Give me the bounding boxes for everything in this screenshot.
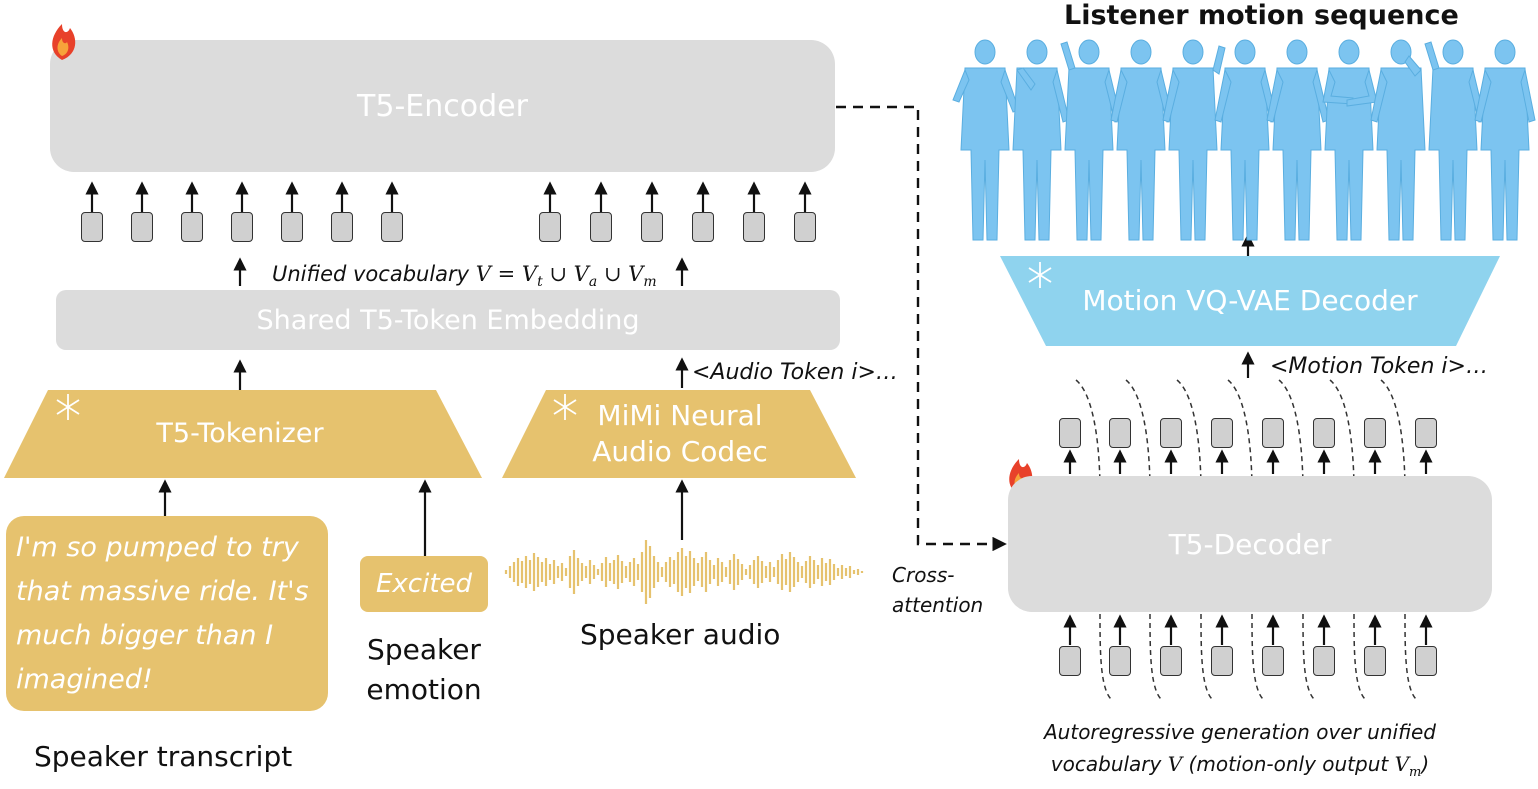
snowflake-icon bbox=[56, 394, 80, 420]
encoder-token bbox=[181, 212, 203, 242]
transcript-line: imagined! bbox=[16, 664, 153, 695]
vqvae-decoder-label: Motion VQ-VAE Decoder bbox=[1082, 284, 1418, 317]
decoder-output-token bbox=[1364, 418, 1386, 448]
listener-figure bbox=[1012, 39, 1070, 241]
encoder-token bbox=[231, 212, 253, 242]
speaker-emotion-caption: Speaker emotion bbox=[366, 633, 482, 706]
snowflake-icon bbox=[553, 394, 577, 420]
mimi-codec-label: MiMi Neural Audio Codec bbox=[592, 399, 768, 468]
listener-figure bbox=[952, 39, 1020, 241]
decoder-input-token bbox=[1059, 646, 1081, 676]
decoder-output-token bbox=[1160, 418, 1182, 448]
listener-motion-title: Listener motion sequence bbox=[1064, 0, 1459, 31]
decoder-output-token bbox=[1109, 418, 1131, 448]
encoder-token bbox=[641, 212, 663, 242]
listener-figure bbox=[1370, 39, 1426, 241]
encoder-token bbox=[381, 212, 403, 242]
listener-figure bbox=[1110, 39, 1174, 241]
decoder-input-token bbox=[1160, 646, 1182, 676]
encoder-token bbox=[331, 212, 353, 242]
snowflake-icon bbox=[1028, 262, 1052, 288]
encoder-token bbox=[692, 212, 714, 242]
transcript-line: I'm so pumped to try bbox=[16, 532, 299, 563]
listener-figures bbox=[952, 39, 1536, 241]
decoder-output-token bbox=[1313, 418, 1335, 448]
decoder-input-token bbox=[1109, 646, 1131, 676]
encoder-token bbox=[281, 212, 303, 242]
decoder-output-token bbox=[1059, 418, 1081, 448]
shared-embedding-block: Shared T5-Token Embedding bbox=[56, 290, 840, 350]
vqvae-decoder-trapezoid bbox=[1000, 256, 1500, 346]
flame-icon bbox=[52, 24, 76, 60]
listener-figure bbox=[1424, 39, 1486, 241]
decoder-input-token bbox=[1415, 646, 1437, 676]
listener-figure bbox=[1266, 39, 1330, 241]
decoder-output-token bbox=[1262, 418, 1284, 448]
decoder-output-token bbox=[1415, 418, 1437, 448]
encoder-token bbox=[590, 212, 612, 242]
encoder-token bbox=[794, 212, 816, 242]
transcript-line: that massive ride. It's bbox=[16, 576, 309, 607]
t5-decoder-block: T5-Decoder bbox=[1008, 476, 1492, 612]
listener-figure bbox=[1060, 39, 1122, 241]
speaker-emotion-value: Excited bbox=[375, 569, 473, 599]
encoder-token bbox=[131, 212, 153, 242]
transcript-line: much bigger than I bbox=[16, 620, 274, 651]
audio-token-label: <Audio Token i>… bbox=[692, 360, 898, 385]
shared-embedding-label: Shared T5-Token Embedding bbox=[256, 304, 640, 336]
speaker-transcript-caption: Speaker transcript bbox=[34, 740, 293, 773]
encoder-token bbox=[81, 212, 103, 242]
speaker-transcript-box: I'm so pumped to try that massive ride. … bbox=[6, 516, 328, 711]
decoder-output-token bbox=[1211, 418, 1233, 448]
autoregressive-caption: Autoregressive generation over unified v… bbox=[1044, 720, 1436, 780]
speaker-audio-caption: Speaker audio bbox=[580, 618, 781, 651]
unified-vocabulary-label: Unified vocabulary V = Vt ∪ Va ∪ Vm bbox=[272, 262, 657, 291]
t5-encoder-block: T5-Encoder bbox=[50, 40, 835, 172]
audio-waveform bbox=[504, 540, 864, 604]
listener-figure bbox=[1162, 39, 1226, 241]
decoder-input-token bbox=[1364, 646, 1386, 676]
t5-tokenizer-trapezoid bbox=[4, 390, 482, 478]
listener-figure bbox=[1214, 39, 1278, 241]
mimi-codec-trapezoid bbox=[502, 390, 856, 478]
encoder-token bbox=[539, 212, 561, 242]
t5-tokenizer-label: T5-Tokenizer bbox=[156, 418, 324, 449]
speaker-emotion-box: Excited bbox=[360, 556, 488, 612]
t5-encoder-label: T5-Encoder bbox=[357, 88, 528, 124]
decoder-input-token bbox=[1262, 646, 1284, 676]
t5-decoder-label: T5-Decoder bbox=[1168, 527, 1332, 561]
decoder-input-token bbox=[1211, 646, 1233, 676]
listener-figure bbox=[1474, 39, 1536, 241]
cross-attention-label: Cross- attention bbox=[892, 563, 984, 617]
encoder-token bbox=[743, 212, 765, 242]
decoder-input-token bbox=[1313, 646, 1335, 676]
listener-figure bbox=[1322, 39, 1378, 241]
motion-token-label: <Motion Token i>… bbox=[1270, 354, 1488, 379]
